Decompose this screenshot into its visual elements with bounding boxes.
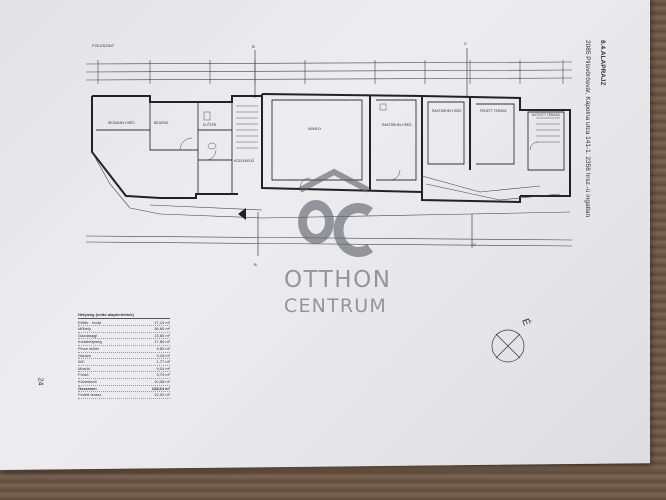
- north-label: É: [519, 317, 534, 328]
- floor-label: FÖLDSZINT: [92, 43, 115, 48]
- legend-row: Irodahelyiség 17,80 m²: [78, 339, 170, 346]
- legend-row: Műhely 36,60 m²: [78, 326, 170, 333]
- legend-row: WC 1,77 m²: [78, 359, 170, 366]
- watermark-line1: OTTHON: [284, 267, 392, 293]
- legend-row-name: Közlekedő: [78, 378, 97, 384]
- legend-title: Helyiség (nettó alapterületek): [78, 312, 170, 319]
- legend-row-value: 9,80 m²: [156, 345, 170, 351]
- room-label: KÖZLEKEDŐ: [234, 158, 255, 163]
- legend-row: Pince előtér 9,80 m²: [78, 346, 170, 353]
- legend-row-name: WC: [78, 359, 85, 365]
- legend-row: Fürdő 3,70 m²: [78, 372, 170, 379]
- room-labels: IRODAHELYISÉG BEJÁRAT ELŐTÉR MŰHELY RAKT…: [108, 108, 560, 163]
- legend-row-name: Fedett terasz: [78, 392, 102, 398]
- oc-logo-icon: [298, 168, 374, 257]
- legend-row-name: Gazdasági: [78, 332, 98, 338]
- legend-row-value: 1,77 m²: [156, 359, 170, 365]
- svg-text:B: B: [252, 44, 255, 49]
- watermark-line2: CENTRUM: [284, 295, 387, 317]
- legend-row-value: 17,80 m²: [154, 339, 170, 345]
- legend-row: Fedett terasz 12,02 m²: [78, 392, 170, 399]
- legend-row-name: Műhely: [78, 326, 91, 332]
- entrance-marker-icon: [238, 208, 246, 220]
- room-label: FEDETT TERASZ: [480, 109, 507, 113]
- room-label: BEJÁRAT: [154, 121, 169, 125]
- legend-row: Garázs 9,18 m²: [78, 353, 170, 360]
- legend-row-value: 10,08 m²: [154, 378, 170, 384]
- north-arrow-icon: [491, 329, 525, 363]
- legend-row: Mosdó 9,04 m²: [78, 366, 170, 373]
- room-label: RAKTÁRHELYISÉG: [382, 122, 412, 127]
- page-number: 24: [36, 377, 44, 386]
- room-label: MŰHELY: [308, 126, 322, 131]
- svg-text:C: C: [464, 41, 467, 46]
- legend-row-name: Garázs: [78, 352, 91, 358]
- legend-row-value: 36,60 m²: [154, 326, 170, 332]
- area-legend: Helyiség (nettó alapterületek) Előtér - …: [78, 312, 170, 399]
- room-label: RAKTÁRHELYISÉG: [432, 108, 462, 113]
- legend-row-name: Mosdó: [78, 365, 91, 371]
- legend-row-name: Pince előtér: [78, 345, 100, 351]
- legend-row-value: 9,18 m²: [156, 352, 170, 358]
- legend-row: Gazdasági 13,80 m²: [78, 333, 170, 340]
- legend-row-name: Összesen: [78, 385, 97, 391]
- section-label: B C C B: [252, 41, 476, 267]
- legend-row: Közlekedő 10,08 m²: [78, 379, 170, 386]
- legend-row-value: 128,64 m²: [151, 385, 170, 391]
- svg-text:C: C: [473, 242, 476, 247]
- legend-row-value: 9,04 m²: [156, 365, 170, 371]
- legend-row-name: Fürdő: [78, 372, 89, 378]
- svg-text:B: B: [254, 262, 257, 267]
- legend-row-value: 17,10 m²: [154, 319, 170, 325]
- sheet-title: 8.4.ALAPRAJZ: [599, 40, 606, 86]
- legend-row-value: 3,70 m²: [156, 372, 170, 378]
- legend-row-name: Előtér - iroda: [78, 319, 101, 325]
- legend-row-value: 13,80 m²: [154, 332, 170, 338]
- legend-row-value: 12,02 m²: [154, 392, 170, 398]
- legend-row: Összesen 128,64 m²: [78, 386, 170, 393]
- sheet-title-block: 8.4.ALAPRAJZ 2085 Pilisvörösvár, Kápolna…: [584, 40, 606, 230]
- legend-row-name: Irodahelyiség: [78, 339, 102, 345]
- otthon-centrum-watermark: OTTHON CENTRUM: [284, 168, 392, 317]
- sheet-address: 2085 Pilisvörösvár, Kápolna utca 141-1. …: [584, 40, 591, 218]
- room-label: ELŐTÉR: [203, 122, 217, 127]
- room-label: IRODAHELYISÉG: [108, 120, 135, 125]
- room-label: NYITOTT TERASZ: [532, 113, 560, 117]
- legend-row: Előtér - iroda 17,10 m²: [78, 320, 170, 327]
